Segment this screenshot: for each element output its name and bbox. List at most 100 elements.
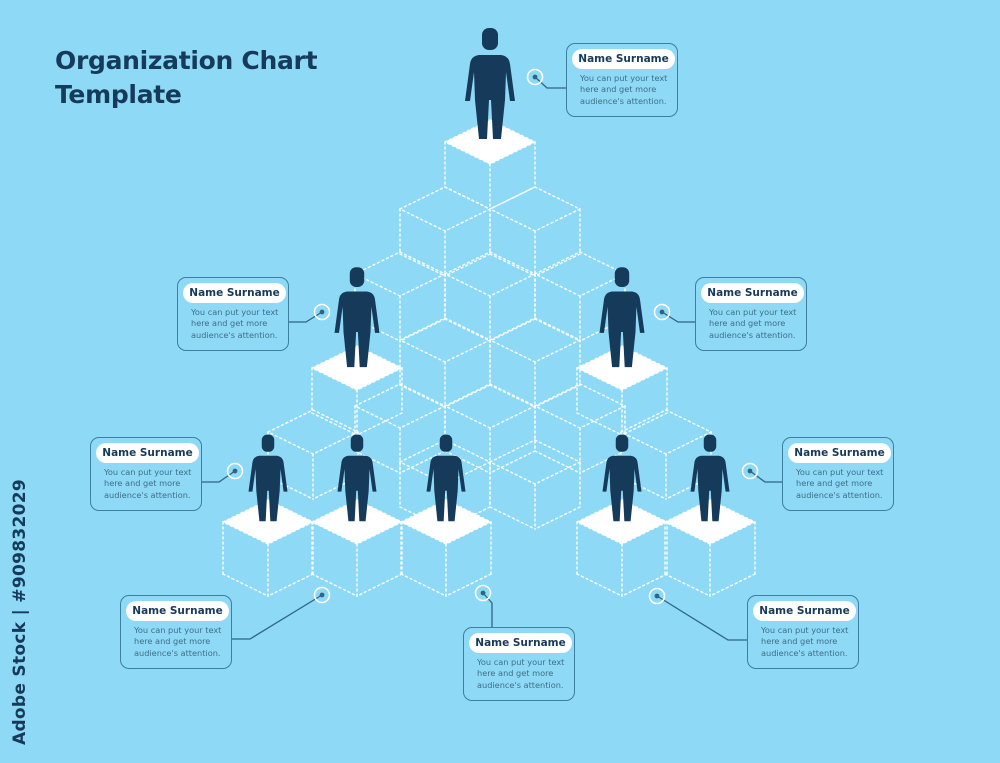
info-card-mid-right: Name Surname You can put your text here … [695, 277, 807, 351]
grid-line [665, 409, 712, 433]
grid-line [356, 573, 403, 597]
platform [577, 346, 667, 390]
connector-lines [202, 68, 782, 641]
person-icon [337, 434, 377, 522]
grid-line [489, 461, 536, 485]
connector-dot-icon [747, 468, 753, 474]
info-card-top: Name Surname You can put your text here … [566, 43, 678, 117]
grid-line [399, 253, 446, 277]
connector-line [232, 594, 323, 640]
person-body [248, 455, 288, 522]
connector-dot-icon [480, 590, 486, 596]
grid-line [399, 384, 446, 408]
info-card-bottom-left: Name Surname You can put your text here … [120, 595, 232, 669]
connector-line [289, 311, 323, 323]
grid-line [399, 318, 446, 342]
grid-line [534, 273, 581, 297]
grid-line [444, 439, 491, 463]
grid-line [444, 251, 491, 275]
grid-line [444, 384, 491, 408]
person-icon [248, 434, 288, 522]
grid-line [399, 405, 446, 429]
grid-line [267, 409, 314, 433]
grid-line [354, 251, 401, 275]
grid-line [621, 412, 668, 436]
connector-dot-icon [319, 309, 325, 315]
title-line-1: Organization Chart [55, 46, 318, 75]
grid-line [444, 405, 491, 429]
person-icon [602, 434, 642, 522]
grid-line [534, 506, 581, 530]
person-body [334, 291, 380, 368]
grid-line [489, 405, 536, 429]
grid-line [444, 208, 491, 232]
person-icon [426, 434, 466, 522]
connector-dot-icon [313, 586, 331, 604]
grid-line [267, 573, 314, 597]
grid-line [311, 412, 358, 436]
person-head [261, 434, 275, 452]
connector-dot-icon [226, 462, 244, 480]
connector-line [534, 76, 566, 89]
grid-line [399, 461, 446, 485]
grid-line [267, 476, 314, 500]
grid-line [534, 339, 581, 363]
grid-line [534, 317, 581, 341]
platform [312, 346, 402, 390]
connector-line [482, 592, 493, 627]
connector-dot-icon [313, 303, 331, 321]
connector-line [661, 311, 695, 323]
grid-line [489, 208, 536, 232]
platform [577, 500, 667, 544]
grid-line [489, 251, 536, 275]
grid-line [400, 573, 447, 597]
card-name: Name Surname [183, 283, 286, 303]
platform [223, 500, 313, 544]
grid-line [620, 409, 667, 433]
info-card-mid-left: Name Surname You can put your text here … [177, 277, 289, 351]
person-body [465, 55, 515, 139]
info-card-lower-left: Name Surname You can put your text here … [90, 437, 202, 511]
people-figures [248, 28, 730, 522]
grid-line [444, 273, 491, 297]
connector-dot-icon [653, 303, 671, 321]
person-icon [690, 434, 730, 522]
card-name: Name Surname [126, 601, 229, 621]
grid-line [621, 573, 668, 597]
grid-line [267, 431, 314, 455]
card-text: You can put your text here and get more … [580, 73, 668, 106]
info-card-bottom-right: Name Surname You can put your text here … [747, 595, 859, 669]
grid-line [579, 450, 626, 474]
grid-line [399, 383, 446, 407]
connector-dot-icon [474, 584, 492, 602]
grid-line [354, 450, 401, 474]
grid-line [489, 450, 536, 474]
grid-line [399, 339, 446, 363]
grid-line [222, 573, 269, 597]
connector-dot-icon [319, 592, 325, 598]
grid-line [665, 476, 712, 500]
grid-line [534, 208, 581, 232]
grid-line [709, 573, 756, 597]
grid-line [444, 317, 491, 341]
person-body [599, 291, 645, 368]
connector-dot-icon [648, 587, 666, 605]
grid-line [399, 439, 446, 463]
grid-line [312, 476, 359, 500]
card-text: You can put your text here and get more … [191, 307, 279, 340]
grid-line [665, 431, 712, 455]
grid-line [399, 273, 446, 297]
connector-dot-icon [526, 68, 544, 86]
grid-line [489, 439, 536, 463]
grid-line [579, 383, 626, 407]
grid-line [534, 405, 581, 429]
grid-line [444, 253, 491, 277]
grid-line [444, 383, 491, 407]
grid-line [534, 439, 581, 463]
grid-line [444, 318, 491, 342]
card-name: Name Surname [753, 601, 856, 621]
person-head [482, 28, 498, 50]
card-name: Name Surname [572, 49, 675, 69]
person-head [439, 434, 453, 452]
